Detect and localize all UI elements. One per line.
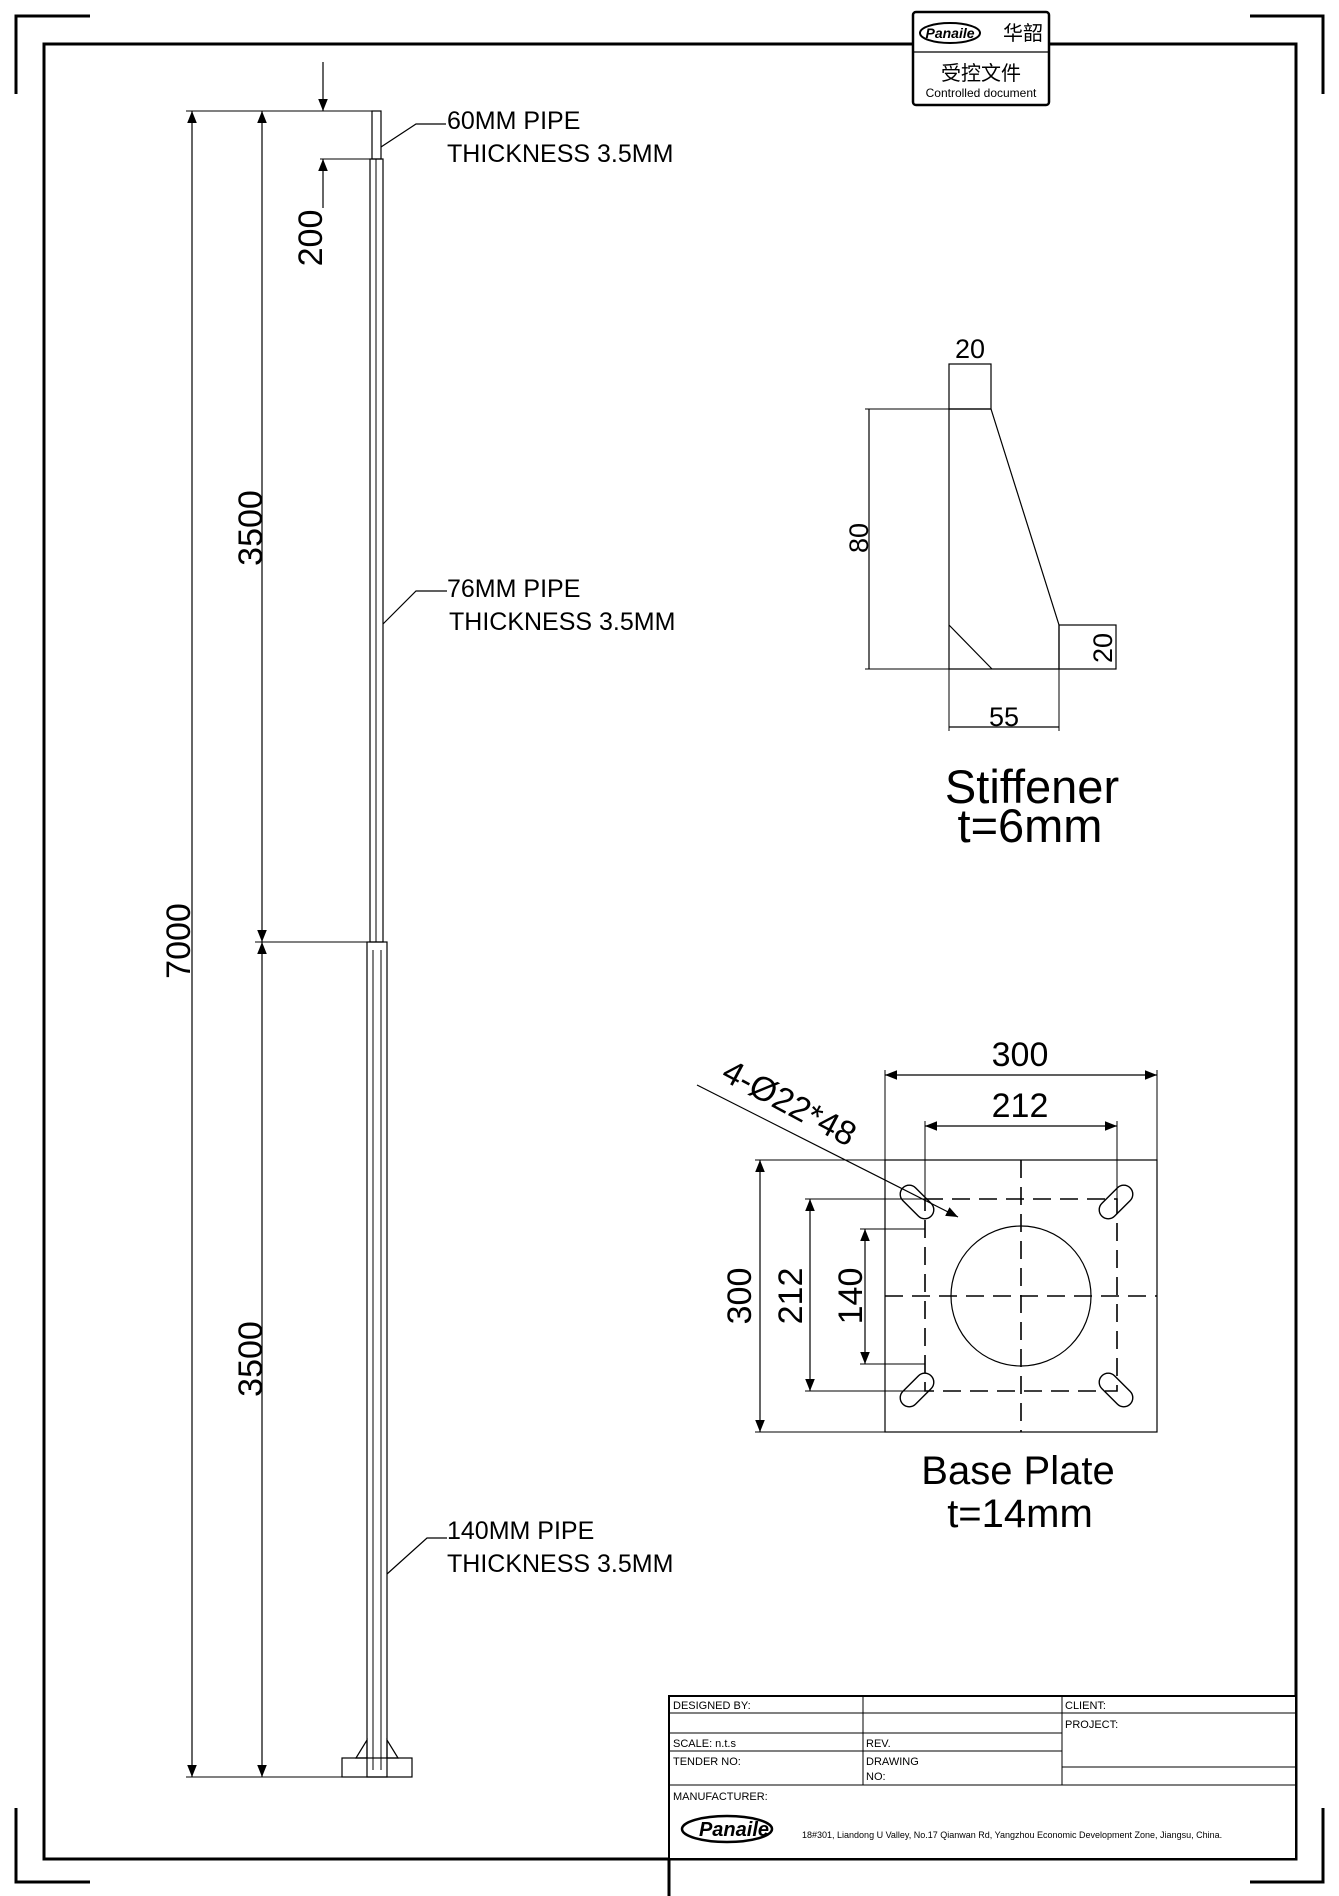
leader-140mm — [386, 1537, 447, 1575]
dim-upper-label: 3500 — [232, 490, 270, 566]
stiffener-left — [354, 1737, 368, 1759]
hole-callout-leader — [696, 1084, 959, 1218]
leader-76mm — [382, 590, 447, 625]
hole-callout: 4-Ø22*48 — [716, 1052, 862, 1154]
manufacturer-logo-swoosh-icon — [680, 1814, 774, 1844]
rev-label: REV. — [866, 1738, 891, 1750]
bolt-pattern-outline — [924, 1198, 1118, 1392]
corner-mark-top-right — [1250, 14, 1325, 94]
pole-elevation — [341, 110, 413, 1778]
pipe-bottom-line1: 140MM PIPE — [447, 1517, 594, 1545]
stiffener-top-label: 20 — [955, 334, 985, 364]
corner-mark-bottom-right — [1250, 1808, 1325, 1884]
pipe-bottom-line2: THICKNESS 3.5MM — [447, 1550, 673, 1578]
stamp-chinese-label: 受控文件 — [941, 62, 1021, 85]
dim-lower-label: 3500 — [232, 1321, 270, 1397]
pipe-mid-line1: 76MM PIPE — [447, 575, 580, 603]
stamp-logo: Panaile — [925, 25, 974, 41]
base-height-label: 300 — [721, 1268, 759, 1325]
stiffener-toe-label: 20 — [1088, 633, 1118, 663]
stamp-border — [911, 10, 1051, 107]
stamp-english-label: Controlled document — [926, 86, 1037, 100]
stiffener-title: Stiffener — [945, 760, 1119, 813]
tender-no-label: TENDER NO: — [673, 1756, 741, 1768]
border-frame — [42, 42, 1298, 1861]
project-label: PROJECT: — [1065, 1719, 1118, 1731]
controlled-document-stamp: Panaile 华韶 受控文件 Controlled document — [911, 10, 1051, 107]
base-width-label: 300 — [992, 1036, 1049, 1074]
base-plate-thickness: t=14mm — [947, 1492, 1093, 1536]
base-hole-spacing-h-label: 212 — [992, 1087, 1049, 1125]
manufacturer-address: 18#301, Liandong U Valley, No.17 Qianwan… — [802, 1830, 1222, 1840]
pole-dimensions: 7000 3500 3500 200 — [160, 62, 372, 1778]
stiffener-chamfer — [948, 624, 993, 670]
pipe-140mm-section — [366, 941, 388, 1778]
dim-total-label: 7000 — [160, 903, 198, 979]
base-plate-detail: 4-Ø22*48 300 212 300 212 140 Base Plate … — [696, 1036, 1158, 1536]
stamp-chinese-brand: 华韶 — [1003, 22, 1043, 45]
slot-hole-bottom-left — [899, 1372, 935, 1408]
stiffener-width-label: 55 — [989, 702, 1019, 732]
manufacturer-label: MANUFACTURER: — [673, 1791, 768, 1803]
corner-mark-top-left — [14, 14, 90, 94]
dim-top-label: 200 — [292, 210, 330, 267]
corner-mark-bottom-left — [14, 1808, 90, 1884]
stiffener-toe — [1058, 624, 1117, 670]
scale-label: SCALE: n.t.s — [673, 1738, 736, 1750]
pipe-top-line1: 60MM PIPE — [447, 107, 580, 135]
pipe-mid-line2: THICKNESS 3.5MM — [449, 608, 675, 636]
base-plate-elevation — [341, 1757, 413, 1778]
stiffener-profile — [948, 408, 1060, 670]
leader-60mm — [380, 123, 446, 148]
designed-by-label: DESIGNED BY: — [673, 1700, 751, 1712]
title-block-frame — [668, 1695, 1297, 1860]
title-block: DESIGNED BY: SCALE: n.t.s TENDER NO: REV… — [668, 1695, 1297, 1860]
pipe-60mm-section — [371, 110, 382, 160]
pipe-top-line2: THICKNESS 3.5MM — [447, 140, 673, 168]
slot-hole-top-right — [1098, 1184, 1134, 1220]
manufacturer-logo: Panaile — [699, 1819, 769, 1841]
base-hole-spacing-v-label: 212 — [772, 1268, 810, 1325]
stiffener-right — [386, 1737, 400, 1759]
pipe-callouts: 60MM PIPE THICKNESS 3.5MM 76MM PIPE THIC… — [380, 107, 675, 1578]
slot-hole-bottom-right — [1098, 1372, 1134, 1408]
stiffener-detail: 80 20 20 55 Stiffener t=6mm — [844, 334, 1119, 852]
base-plate-title: Base Plate — [921, 1449, 1114, 1493]
stiffener-top-tab — [948, 363, 992, 410]
drawing-no-label-line1: DRAWING — [866, 1756, 919, 1768]
stiffener-height-label: 80 — [844, 523, 874, 553]
sheet-frame — [14, 14, 1325, 1896]
stamp-logo-swoosh-icon — [919, 22, 981, 44]
base-inner-label: 140 — [832, 1268, 870, 1325]
slot-hole-top-left — [899, 1184, 935, 1220]
stiffener-thickness: t=6mm — [958, 799, 1103, 852]
drawing-no-label-line2: NO: — [866, 1771, 886, 1783]
client-label: CLIENT: — [1065, 1700, 1106, 1712]
